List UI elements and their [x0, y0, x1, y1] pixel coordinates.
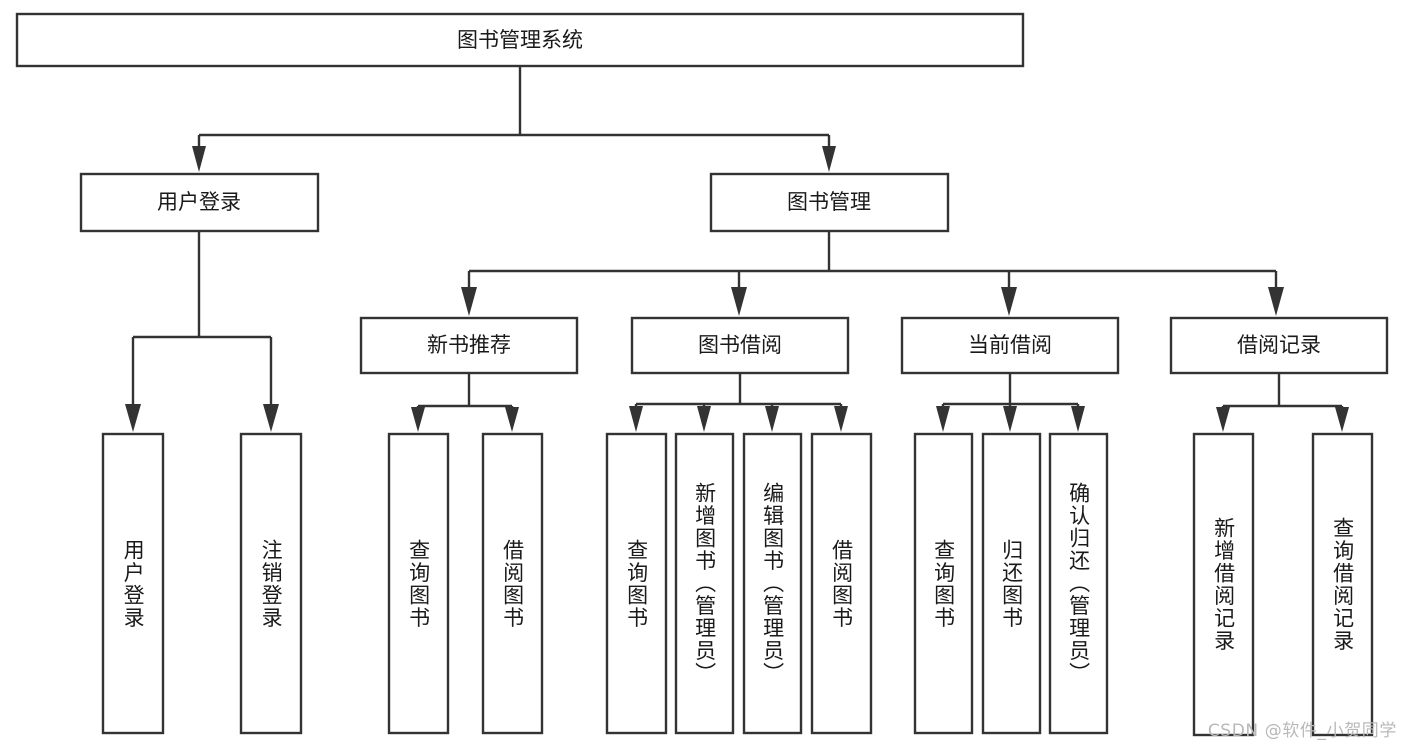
arrow-head-new-book-rec	[461, 287, 477, 316]
arrow-head-leaf-5	[629, 406, 643, 432]
node-new-book-rec[interactable]: 新书推荐	[359, 316, 579, 375]
connector-book-manage-to-level3	[461, 231, 1284, 316]
leaf-box-6[interactable]	[674, 432, 735, 735]
leaf-box-5[interactable]	[605, 432, 668, 735]
leaf-box-13[interactable]	[1311, 432, 1374, 737]
leaf-box-3[interactable]	[387, 432, 450, 735]
arrow-head-leaf-6	[697, 406, 711, 432]
arrow-head-current-borrow	[1001, 287, 1017, 316]
csdn-watermark: CSDN @软件_小贺同学	[1207, 721, 1397, 741]
node-borrow-record[interactable]: 借阅记录	[1169, 316, 1389, 375]
arrow-head-leaf-10	[1003, 406, 1017, 432]
node-user-login[interactable]: 用户登录	[79, 172, 320, 233]
arrow-head-borrow-record	[1268, 287, 1284, 316]
connector-book-borrow-to-leaves	[629, 373, 848, 432]
leaf-box-4[interactable]	[481, 432, 544, 735]
arrow-head-user-login	[192, 146, 206, 172]
leaf-box-11[interactable]	[1048, 432, 1109, 735]
node-book-manage[interactable]: 图书管理	[709, 172, 950, 233]
arrow-head-leaf-7	[765, 406, 779, 432]
arrow-head-book-borrow	[731, 287, 747, 316]
connector-user-login-to-leaves	[125, 231, 279, 432]
user-login-label: 用户登录	[157, 190, 241, 214]
arrow-head-book-manage	[822, 146, 836, 172]
leaf-box-1[interactable]	[101, 432, 165, 735]
root-box[interactable]	[15, 12, 1025, 68]
connector-borrow-record-to-leaves	[1216, 373, 1349, 432]
root-label: 图书管理系统	[457, 28, 583, 52]
leaf-box-2[interactable]	[239, 432, 303, 735]
leaf-box-12[interactable]	[1192, 432, 1255, 737]
arrow-head-leaf-8	[834, 406, 848, 432]
current-borrow-box[interactable]	[900, 316, 1120, 375]
connector-root-to-level2	[192, 66, 836, 172]
arrow-head-leaf-13	[1335, 407, 1349, 432]
node-current-borrow[interactable]: 当前借阅	[900, 316, 1120, 375]
current-borrow-label: 当前借阅	[968, 333, 1052, 357]
arrow-head-leaf-12	[1216, 407, 1230, 432]
leaf-box-10[interactable]	[981, 432, 1042, 735]
book-manage-label: 图书管理	[787, 190, 871, 214]
user-login-box[interactable]	[79, 172, 320, 233]
arrow-head-leaf-2	[263, 404, 279, 432]
borrow-record-label: 借阅记录	[1237, 333, 1321, 357]
book-borrow-label: 图书借阅	[698, 333, 782, 357]
leaf-box-9[interactable]	[913, 432, 974, 735]
leaf-box-8[interactable]	[810, 432, 873, 735]
arrow-head-leaf-4	[505, 407, 519, 432]
connector-new-book-rec-to-leaves	[411, 373, 519, 432]
node-root[interactable]: 图书管理系统	[15, 12, 1025, 68]
arrow-head-leaf-1	[125, 404, 141, 432]
new-book-rec-box[interactable]	[359, 316, 579, 375]
node-book-borrow[interactable]: 图书借阅	[630, 316, 850, 375]
leaf-box-7[interactable]	[742, 432, 803, 735]
connector-current-borrow-to-leaves	[936, 373, 1085, 432]
arrow-head-leaf-3	[411, 407, 425, 432]
arrow-head-leaf-9	[936, 406, 950, 432]
new-book-rec-label: 新书推荐	[427, 333, 511, 357]
arrow-head-leaf-11	[1071, 406, 1085, 432]
